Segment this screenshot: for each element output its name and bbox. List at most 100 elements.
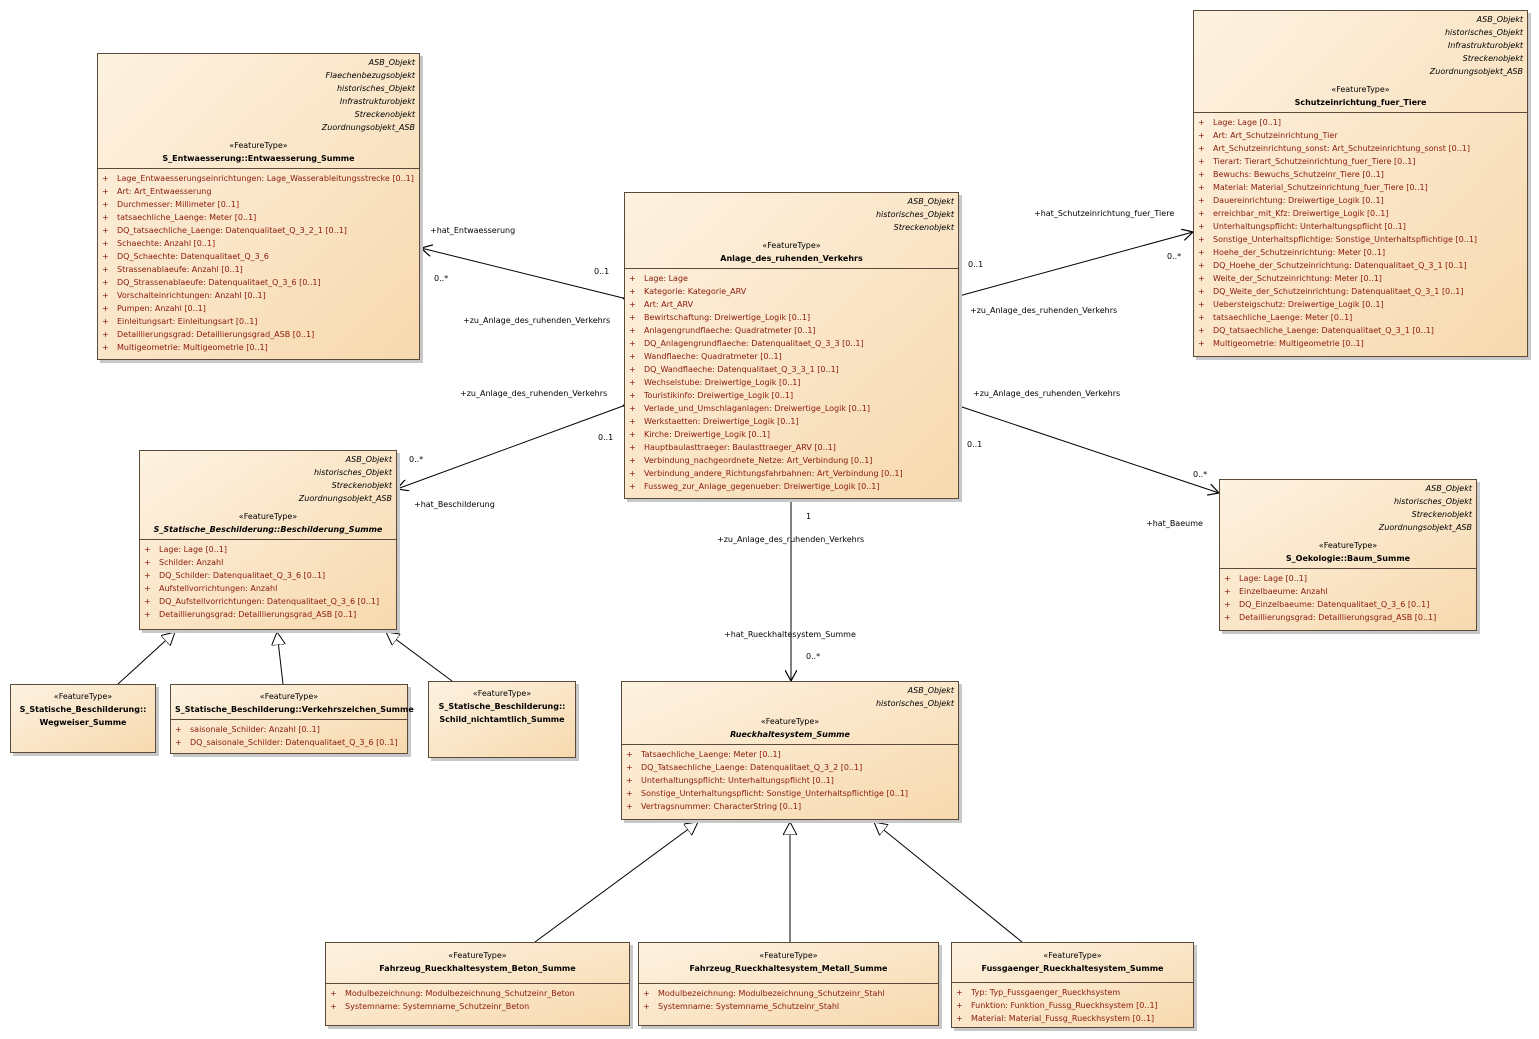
attribute-row[interactable]: +DQ_Anlagengrundflaeche: Datenqualitaet_…: [629, 337, 954, 350]
attribute-row[interactable]: +Systemname: Systemname_Schutzeinr_Beton: [330, 1000, 625, 1013]
attribute-row[interactable]: +Verbindung_andere_Richtungsfahrbahnen: …: [629, 467, 954, 480]
attribute-row[interactable]: +DQ_Hoehe_der_Schutzeinrichtung: Datenqu…: [1198, 259, 1523, 272]
attribute-row[interactable]: +Modulbezeichnung: Modulbezeichnung_Schu…: [643, 987, 934, 1000]
attribute-row[interactable]: +Lage: Lage [0..1]: [1198, 116, 1523, 129]
attribute-row[interactable]: +Detaillierungsgrad: Detaillierungsgrad_…: [102, 328, 415, 341]
multiplicity-schutz-one: 0..1: [968, 260, 984, 269]
attribute-row[interactable]: +Art_Schutzeinrichtung_sonst: Art_Schutz…: [1198, 142, 1523, 155]
visibility-marker: +: [144, 545, 151, 554]
attribute-row[interactable]: +Vertragsnummer: CharacterString [0..1]: [626, 800, 954, 813]
attribute-row[interactable]: +Pumpen: Anzahl [0..1]: [102, 302, 415, 315]
attribute-row[interactable]: +tatsaechliche_Laenge: Meter [0..1]: [1198, 311, 1523, 324]
attribute-row[interactable]: +Vorschalteinrichtungen: Anzahl [0..1]: [102, 289, 415, 302]
attribute-row[interactable]: +DQ_Schaechte: Datenqualitaet_Q_3_6: [102, 250, 415, 263]
attribute-row[interactable]: +Durchmesser: Millimeter [0..1]: [102, 198, 415, 211]
attribute-row[interactable]: +Material: Material_Schutzeinrichtung_fu…: [1198, 181, 1523, 194]
attribute-row[interactable]: +Detaillierungsgrad: Detaillierungsgrad_…: [144, 608, 392, 621]
attribute-row[interactable]: +Systemname: Systemname_Schutzeinr_Stahl: [643, 1000, 934, 1013]
attribute-row[interactable]: +Tatsaechliche_Laenge: Meter [0..1]: [626, 748, 954, 761]
class-verkehrszeichen-summe[interactable]: «FeatureType» S_Statische_Beschilderung:…: [170, 684, 414, 754]
attribute-text: Tatsaechliche_Laenge: Meter [0..1]: [641, 750, 781, 759]
visibility-marker: +: [956, 1014, 963, 1023]
attribute-row[interactable]: +Funktion: Funktion_Fussg_Rueckhsystem […: [956, 999, 1189, 1012]
attribute-row[interactable]: +Sonstige_Unterhaltspflichtige: Sonstige…: [1198, 233, 1523, 246]
attribute-row[interactable]: +Material: Material_Fussg_Rueckhsystem […: [956, 1012, 1189, 1025]
attribute-row[interactable]: +Schilder: Anzahl: [144, 556, 392, 569]
attribute-row[interactable]: +Einleitungsart: Einleitungsart [0..1]: [102, 315, 415, 328]
attribute-row[interactable]: +Werkstaetten: Dreiwertige_Logik [0..1]: [629, 415, 954, 428]
attribute-row[interactable]: +DQ_Aufstellvorrichtungen: Datenqualitae…: [144, 595, 392, 608]
attribute-row[interactable]: +Aufstellvorrichtungen: Anzahl: [144, 582, 392, 595]
visibility-marker: +: [629, 443, 636, 452]
attribute-row[interactable]: +Unterhaltungspflicht: Unterhaltungspfli…: [1198, 220, 1523, 233]
attribute-row[interactable]: +DQ_Strassenablaeufe: Datenqualitaet_Q_3…: [102, 276, 415, 289]
parent-class: ASB_Objekt: [1425, 484, 1472, 493]
class-fahrzeug-rueckhaltesystem-beton-summe[interactable]: «FeatureType» Fahrzeug_Rueckhaltesystem_…: [325, 942, 630, 1026]
attribute-row[interactable]: +Anlagengrundflaeche: Quadratmeter [0..1…: [629, 324, 954, 337]
attribute-text: Typ: Typ_Fussgaenger_Rueckhsystem: [971, 988, 1121, 997]
stereotype: «FeatureType»: [259, 692, 319, 701]
attribute-row[interactable]: +Sonstige_Unterhaltungspflicht: Sonstige…: [626, 787, 954, 800]
attribute-row[interactable]: +Touristikinfo: Dreiwertige_Logik [0..1]: [629, 389, 954, 402]
attribute-row[interactable]: +Verlade_und_Umschlaganlagen: Dreiwertig…: [629, 402, 954, 415]
attribute-row[interactable]: +Modulbezeichnung: Modulbezeichnung_Schu…: [330, 987, 625, 1000]
attribute-row[interactable]: +Hoehe_der_Schutzeinrichtung: Meter [0..…: [1198, 246, 1523, 259]
attribute-row[interactable]: +Schaechte: Anzahl [0..1]: [102, 237, 415, 250]
visibility-marker: +: [629, 404, 636, 413]
attribute-row[interactable]: +Kategorie: Kategorie_ARV: [629, 285, 954, 298]
attribute-row[interactable]: +Art: Art_Entwaesserung: [102, 185, 415, 198]
attribute-row[interactable]: +Kirche: Dreiwertige_Logik [0..1]: [629, 428, 954, 441]
attribute-text: Modulbezeichnung: Modulbezeichnung_Schut…: [658, 989, 885, 998]
attribute-row[interactable]: +Weite_der_Schutzeinrichtung: Meter [0..…: [1198, 272, 1523, 285]
attribute-row[interactable]: +DQ_Weite_der_Schutzeinrichtung: Datenqu…: [1198, 285, 1523, 298]
attribute-row[interactable]: +DQ_saisonale_Schilder: Datenqualitaet_Q…: [175, 736, 403, 749]
class-wegweiser-summe[interactable]: «FeatureType» S_Statische_Beschilderung:…: [10, 684, 156, 753]
attribute-row[interactable]: +Lage_Entwaesserungseinrichtungen: Lage_…: [102, 172, 415, 185]
parent-class: Streckenobjekt: [1462, 54, 1523, 63]
attribute-row[interactable]: +Bewirtschaftung: Dreiwertige_Logik [0..…: [629, 311, 954, 324]
class-fahrzeug-rueckhaltesystem-metall-summe[interactable]: «FeatureType» Fahrzeug_Rueckhaltesystem_…: [638, 942, 939, 1026]
visibility-marker: +: [144, 610, 151, 619]
attribute-row[interactable]: +Multigeometrie: Multigeometrie [0..1]: [102, 341, 415, 354]
class-fussgaenger-rueckhaltesystem-summe[interactable]: «FeatureType» Fussgaenger_Rueckhaltesyst…: [951, 942, 1194, 1028]
attribute-row[interactable]: +Lage: Lage [0..1]: [1224, 572, 1472, 585]
attribute-row[interactable]: +DQ_Tatsaechliche_Laenge: Datenqualitaet…: [626, 761, 954, 774]
attribute-row[interactable]: +DQ_tatsaechliche_Laenge: Datenqualitaet…: [1198, 324, 1523, 337]
attribute-row[interactable]: +erreichbar_mit_Kfz: Dreiwertige_Logik […: [1198, 207, 1523, 220]
attribute-row[interactable]: +saisonale_Schilder: Anzahl [0..1]: [175, 723, 403, 736]
attribute-row[interactable]: +tatsaechliche_Laenge: Meter [0..1]: [102, 211, 415, 224]
attribute-row[interactable]: +Fussweg_zur_Anlage_gegenueber: Dreiwert…: [629, 480, 954, 493]
attribute-row[interactable]: +Typ: Typ_Fussgaenger_Rueckhsystem: [956, 986, 1189, 999]
parent-class: Zuordnungsobjekt_ASB: [298, 494, 392, 503]
attribute-row[interactable]: +Lage: Lage [0..1]: [144, 543, 392, 556]
attribute-row[interactable]: +Lage: Lage: [629, 272, 954, 285]
attribute-row[interactable]: +Detaillierungsgrad: Detaillierungsgrad_…: [1224, 611, 1472, 624]
class-schild-nichtamtlich-summe[interactable]: «FeatureType» S_Statische_Beschilderung:…: [428, 681, 576, 758]
attribute-row[interactable]: +Dauereinrichtung: Dreiwertige_Logik [0.…: [1198, 194, 1523, 207]
attribute-row[interactable]: +Uebersteigschutz: Dreiwertige_Logik [0.…: [1198, 298, 1523, 311]
attribute-row[interactable]: +Art: Art_ARV: [629, 298, 954, 311]
attribute-row[interactable]: +DQ_Einzelbaeume: Datenqualitaet_Q_3_6 […: [1224, 598, 1472, 611]
assoc-baum: [959, 406, 1219, 493]
attribute-row[interactable]: +Wechselstube: Dreiwertige_Logik [0..1]: [629, 376, 954, 389]
attribute-row[interactable]: +Verbindung_nachgeordnete_Netze: Art_Ver…: [629, 454, 954, 467]
attribute-row[interactable]: +Multigeometrie: Multigeometrie [0..1]: [1198, 337, 1523, 350]
attribute-row[interactable]: +DQ_tatsaechliche_Laenge: Datenqualitaet…: [102, 224, 415, 237]
attribute-row[interactable]: +DQ_Schilder: Datenqualitaet_Q_3_6 [0..1…: [144, 569, 392, 582]
attribute-row[interactable]: +Strassenablaeufe: Anzahl [0..1]: [102, 263, 415, 276]
attribute-row[interactable]: +DQ_Wandflaeche: Datenqualitaet_Q_3_3_1 …: [629, 363, 954, 376]
role-zu-anlage-3: +zu_Anlage_des_ruhenden_Verkehrs: [460, 389, 608, 398]
attribute-row[interactable]: +Hauptbaulasttraeger: Baulasttraeger_ARV…: [629, 441, 954, 454]
attribute-row[interactable]: +Unterhaltungspflicht: Unterhaltungspfli…: [626, 774, 954, 787]
attribute-row[interactable]: +Tierart: Tierart_Schutzeinrichtung_fuer…: [1198, 155, 1523, 168]
attribute-row[interactable]: +Bewuchs: Bewuchs_Schutzeinr_Tiere [0..1…: [1198, 168, 1523, 181]
attribute-row[interactable]: +Wandflaeche: Quadratmeter [0..1]: [629, 350, 954, 363]
attribute-row[interactable]: +Einzelbaeume: Anzahl: [1224, 585, 1472, 598]
attribute-row[interactable]: +Art: Art_Schutzeinrichtung_Tier: [1198, 129, 1523, 142]
